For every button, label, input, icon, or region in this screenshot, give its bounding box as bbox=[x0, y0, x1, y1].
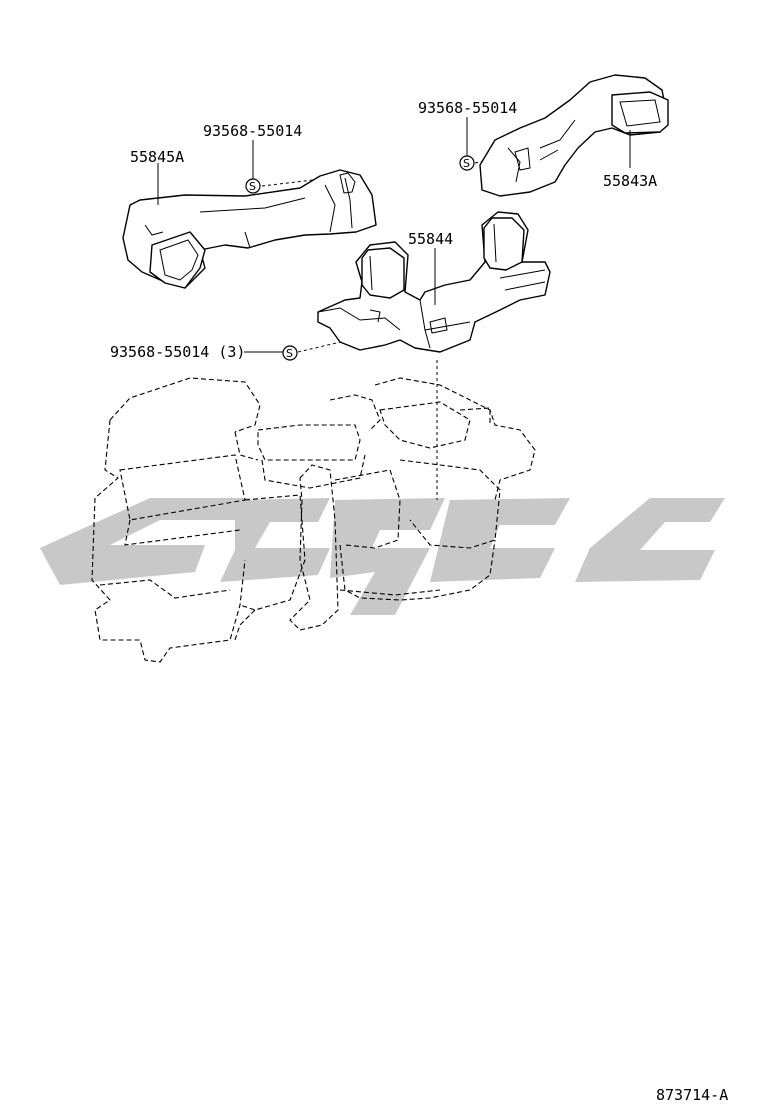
callout-screw-right: 93568-55014 bbox=[418, 99, 517, 117]
screw-symbol-left: S bbox=[245, 178, 261, 194]
screw-symbol-letter: S bbox=[286, 347, 293, 360]
watermark-logo bbox=[40, 498, 725, 615]
duct-55844 bbox=[317, 211, 551, 353]
callout-duct-right: 55843A bbox=[603, 172, 657, 190]
reference-code: 873714-A bbox=[656, 1086, 728, 1104]
screw-symbol-letter: S bbox=[463, 157, 470, 170]
callout-duct-left: 55845A bbox=[130, 148, 184, 166]
screw-symbol-right: S bbox=[459, 155, 475, 171]
screw-symbol-letter: S bbox=[249, 180, 256, 193]
leader-lines bbox=[157, 117, 631, 353]
screw-symbol-center: S bbox=[282, 345, 298, 361]
callout-screw-left: 93568-55014 bbox=[203, 122, 302, 140]
callout-screw-center: 93568-55014 (3) bbox=[110, 343, 245, 361]
duct-55845a bbox=[122, 169, 377, 289]
callout-duct-center: 55844 bbox=[408, 230, 453, 248]
duct-55843a bbox=[479, 74, 669, 197]
heater-unit-outline bbox=[91, 377, 536, 663]
